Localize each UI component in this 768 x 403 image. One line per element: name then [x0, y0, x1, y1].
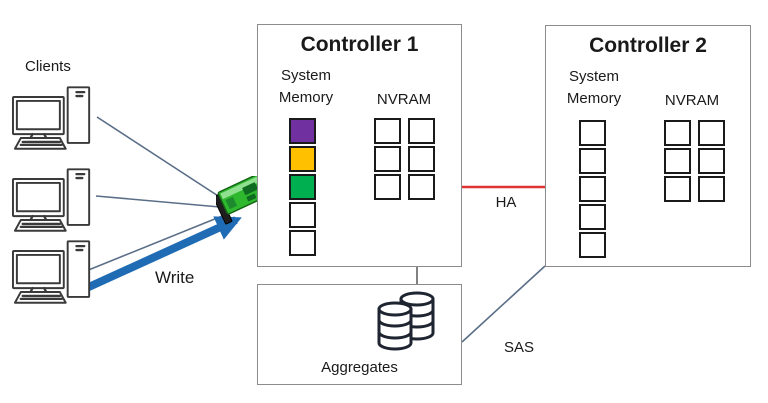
- client-computer-icon: [12, 240, 96, 305]
- memory-cell: [289, 118, 316, 144]
- memory-cell: [664, 176, 691, 202]
- memory-cell: [579, 176, 606, 202]
- memory-cell: [408, 174, 435, 200]
- controller2-system-memory-cells: [579, 120, 606, 258]
- controller2-nvram-cells: [664, 120, 725, 202]
- memory-cell: [374, 118, 401, 144]
- write-arrow: [78, 216, 242, 295]
- memory-cell: [374, 146, 401, 172]
- ha-label: HA: [495, 194, 517, 211]
- memory-cell: [289, 146, 316, 172]
- client3-connection-line: [85, 211, 233, 272]
- controller1-title: Controller 1: [300, 33, 419, 56]
- memory-cell: [289, 230, 316, 256]
- sas-label: SAS: [504, 339, 535, 356]
- client1-connection-line: [96, 116, 233, 206]
- aggregates-label: Aggregates: [321, 359, 398, 376]
- memory-cell: [289, 174, 316, 200]
- memory-cell: [579, 232, 606, 258]
- memory-cell: [579, 120, 606, 146]
- memory-cell: [579, 204, 606, 230]
- controller2-title: Controller 2: [589, 34, 707, 57]
- memory-cell: [698, 148, 725, 174]
- network-card-icon: [216, 176, 270, 225]
- memory-cell: [664, 120, 691, 146]
- controller1-system-memory-cells: [289, 118, 316, 256]
- database-icon: [377, 291, 435, 351]
- controller1-system-memory-label: System Memory: [278, 67, 334, 106]
- memory-cell: [408, 146, 435, 172]
- sas-link-line: [461, 265, 546, 343]
- clients-label: Clients: [25, 58, 71, 75]
- client-computer-icon: [12, 86, 96, 151]
- controller1-nvram-label: NVRAM: [376, 91, 432, 108]
- memory-cell: [698, 176, 725, 202]
- client-computer-icon: [12, 168, 96, 233]
- memory-cell: [408, 118, 435, 144]
- memory-cell: [698, 120, 725, 146]
- aggregates-box: Aggregates: [257, 284, 462, 385]
- controller2-box: Controller 2 System Memory NVRAM: [545, 25, 751, 267]
- client2-connection-line: [95, 195, 232, 209]
- controller2-nvram-label: NVRAM: [664, 92, 720, 109]
- controller1-box: Controller 1 System Memory NVRAM: [257, 24, 462, 267]
- controller2-system-memory-label: System Memory: [566, 68, 622, 107]
- write-label: Write: [155, 268, 195, 287]
- memory-cell: [579, 148, 606, 174]
- controller1-nvram-cells: [374, 118, 435, 200]
- memory-cell: [374, 174, 401, 200]
- memory-cell: [664, 148, 691, 174]
- memory-cell: [289, 202, 316, 228]
